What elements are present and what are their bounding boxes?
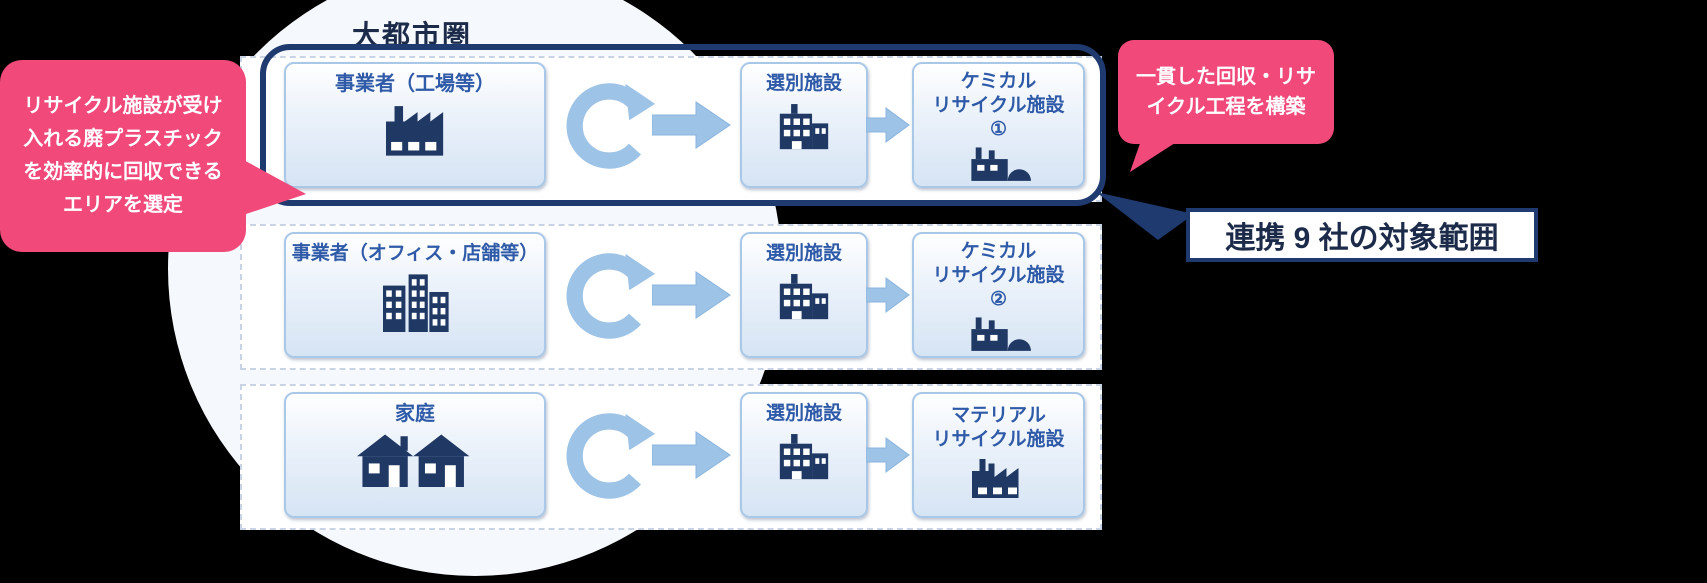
office-buildings-icon: [383, 274, 449, 332]
right-arrow-icon: [651, 429, 734, 481]
sorting-card: 選別施設: [740, 232, 868, 358]
sorting-label: 選別施設: [765, 403, 842, 424]
source-label: 事業者（オフィス・店舗等）: [291, 243, 539, 264]
sorting-facility-icon: [779, 103, 829, 149]
factory-icon: [386, 106, 444, 156]
sorting-card: 選別施設: [740, 392, 868, 518]
sorting-label: 選別施設: [765, 243, 842, 264]
right-arrow-icon: [865, 275, 912, 315]
sorting-card: 選別施設: [740, 62, 868, 188]
source-card-factories: 事業者（工場等）: [284, 62, 546, 188]
source-card-households: 家庭: [284, 392, 546, 518]
right-arrow-icon: [651, 99, 734, 151]
callout-left: リサイクル施設が受け入れる廃プラスチックを効率的に回収できるエリアを選定: [0, 60, 246, 252]
source-label: 事業者（工場等）: [335, 73, 495, 95]
sorting-label: 選別施設: [765, 73, 842, 94]
right-arrow-icon: [865, 105, 912, 145]
scope-label-box: 連携 9 社の対象範囲: [1186, 208, 1538, 262]
right-arrow-icon: [651, 269, 734, 321]
destination-label: マテリアル リサイクル施設: [932, 405, 1065, 450]
scope-connector: [1096, 192, 1194, 240]
callout-right-tail: [1130, 140, 1180, 172]
houses-icon: [357, 434, 470, 487]
callout-right-text: 一貫した回収・リサイクル工程を構築: [1136, 66, 1316, 118]
material-plant-icon: [971, 458, 1018, 498]
chemical-plant-icon: [970, 317, 1031, 352]
destination-card-material: マテリアル リサイクル施設: [912, 392, 1085, 518]
cycle-arrow-icon: [562, 408, 658, 504]
source-card-offices: 事業者（オフィス・店舗等）: [284, 232, 546, 358]
sorting-facility-icon: [779, 433, 829, 479]
source-label: 家庭: [395, 403, 435, 425]
callout-left-text: リサイクル施設が受け入れる廃プラスチックを効率的に回収できるエリアを選定: [23, 95, 223, 216]
scope-outline-row1: [260, 44, 1106, 206]
cycle-arrow-icon: [562, 78, 658, 174]
destination-label: ケミカル リサイクル施設 ②: [932, 241, 1065, 310]
callout-right: 一貫した回収・リサイクル工程を構築: [1118, 40, 1334, 144]
chemical-plant-icon: [970, 147, 1031, 182]
destination-card-chemical-2: ケミカル リサイクル施設 ②: [912, 232, 1085, 358]
sorting-facility-icon: [779, 273, 829, 319]
cycle-arrow-icon: [562, 248, 658, 344]
destination-label: ケミカル リサイクル施設 ①: [932, 71, 1065, 140]
destination-card-chemical-1: ケミカル リサイクル施設 ①: [912, 62, 1085, 188]
scope-label-text: 連携 9 社の対象範囲: [1225, 222, 1499, 255]
right-arrow-icon: [865, 435, 912, 475]
